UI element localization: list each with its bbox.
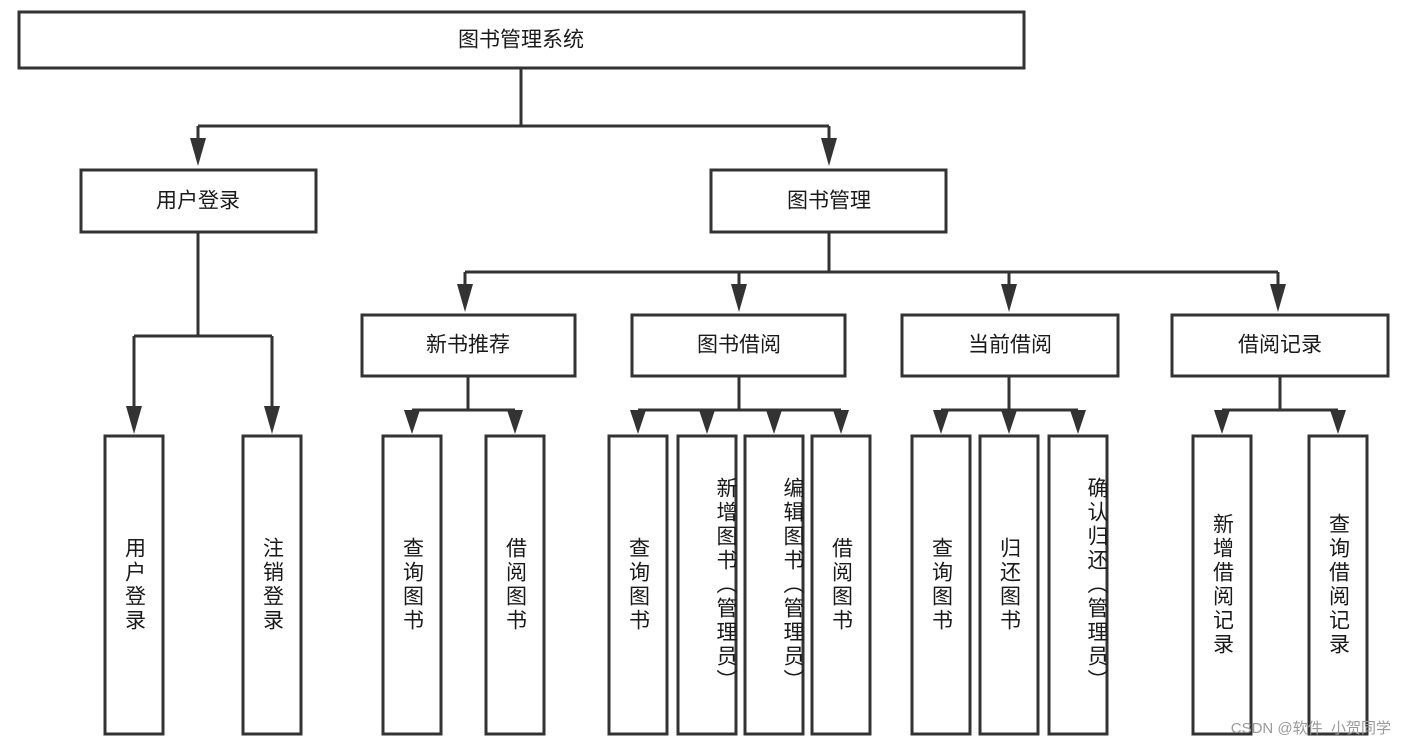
node-leaf-query-book-1-box[interactable] bbox=[381, 434, 443, 736]
node-borrow-record-label: 借阅记录 bbox=[1238, 334, 1322, 357]
arrow-head-leaf-add-record bbox=[1214, 410, 1230, 434]
arrow-head-leaf-user-logout bbox=[264, 406, 280, 434]
node-current-borrow[interactable]: 当前借阅 bbox=[900, 313, 1120, 378]
node-leaf-query-book-3-box[interactable] bbox=[910, 434, 972, 736]
arrow-head-leaf-query-book-3 bbox=[933, 410, 949, 434]
node-new-book-recommend[interactable]: 新书推荐 bbox=[360, 313, 577, 378]
node-leaf-add-record-box[interactable] bbox=[1191, 434, 1253, 736]
arrow-head-borrow-record bbox=[1270, 284, 1286, 312]
node-leaf-user-logout-box[interactable] bbox=[241, 434, 303, 736]
node-new-book-recommend-box[interactable] bbox=[360, 313, 577, 378]
arrow-head-book-manage bbox=[821, 138, 837, 166]
node-leaf-borrow-book-1-box[interactable] bbox=[484, 434, 546, 736]
node-leaf-query-record-box[interactable] bbox=[1307, 434, 1369, 736]
arrow-head-leaf-return-book bbox=[1001, 410, 1017, 434]
connector-group-user-login bbox=[126, 232, 280, 434]
connector-group-book-manage bbox=[457, 232, 1286, 312]
arrow-head-leaf-query-book-2 bbox=[630, 410, 646, 434]
arrow-head-leaf-query-book-1 bbox=[404, 410, 420, 434]
node-leaf-borrow-book-2-box[interactable] bbox=[810, 434, 872, 736]
node-user-login[interactable]: 用户登录 bbox=[79, 168, 318, 234]
node-user-login-label: 用户登录 bbox=[156, 190, 240, 213]
node-user-login-box[interactable] bbox=[79, 168, 318, 234]
connector-group-root bbox=[190, 68, 837, 166]
node-leaf-confirm-return-box[interactable] bbox=[1047, 434, 1109, 736]
arrow-head-leaf-borrow-book-2 bbox=[833, 410, 849, 434]
arrow-head-book-borrow bbox=[731, 284, 747, 312]
node-new-book-recommend-label: 新书推荐 bbox=[426, 334, 510, 357]
connector-group-borrow-record bbox=[1214, 376, 1346, 434]
node-root[interactable]: 图书管理系统 bbox=[17, 10, 1026, 70]
watermark-label: CSDN @软件_小贺同学 bbox=[1230, 720, 1391, 737]
node-current-borrow-box[interactable] bbox=[900, 313, 1120, 378]
connector-group-book-borrow bbox=[630, 376, 849, 434]
node-book-manage-box[interactable] bbox=[709, 168, 948, 234]
arrow-head-new-book-recommend bbox=[457, 284, 473, 312]
node-book-manage-label: 图书管理 bbox=[787, 190, 871, 213]
arrow-head-current-borrow bbox=[1001, 284, 1017, 312]
node-leaf-user-login-box[interactable] bbox=[103, 434, 165, 736]
node-root-label: 图书管理系统 bbox=[458, 29, 584, 52]
arrow-head-user-login bbox=[190, 138, 206, 166]
node-root-box[interactable] bbox=[17, 10, 1026, 70]
arrow-head-leaf-edit-book bbox=[766, 410, 782, 434]
node-leaf-query-book-2-box[interactable] bbox=[607, 434, 669, 736]
arrow-head-leaf-query-record bbox=[1330, 410, 1346, 434]
arrow-head-leaf-add-book bbox=[699, 410, 715, 434]
node-leaf-edit-book-box[interactable] bbox=[743, 434, 805, 736]
connector-group-current-borrow bbox=[933, 376, 1086, 434]
connector-group-new-book-recommend bbox=[404, 376, 523, 434]
node-leaf-add-book-box[interactable] bbox=[676, 434, 738, 736]
node-book-borrow-box[interactable] bbox=[630, 313, 847, 378]
arrow-head-leaf-user-login bbox=[126, 406, 142, 434]
node-current-borrow-label: 当前借阅 bbox=[968, 334, 1052, 357]
arrow-head-leaf-borrow-book-1 bbox=[507, 410, 523, 434]
node-borrow-record[interactable]: 借阅记录 bbox=[1170, 313, 1390, 378]
node-book-borrow-label: 图书借阅 bbox=[697, 334, 781, 357]
node-leaf-return-book-box[interactable] bbox=[978, 434, 1040, 736]
arrow-head-leaf-confirm-return bbox=[1070, 410, 1086, 434]
node-book-borrow[interactable]: 图书借阅 bbox=[630, 313, 847, 378]
node-borrow-record-box[interactable] bbox=[1170, 313, 1390, 378]
node-book-manage[interactable]: 图书管理 bbox=[709, 168, 948, 234]
